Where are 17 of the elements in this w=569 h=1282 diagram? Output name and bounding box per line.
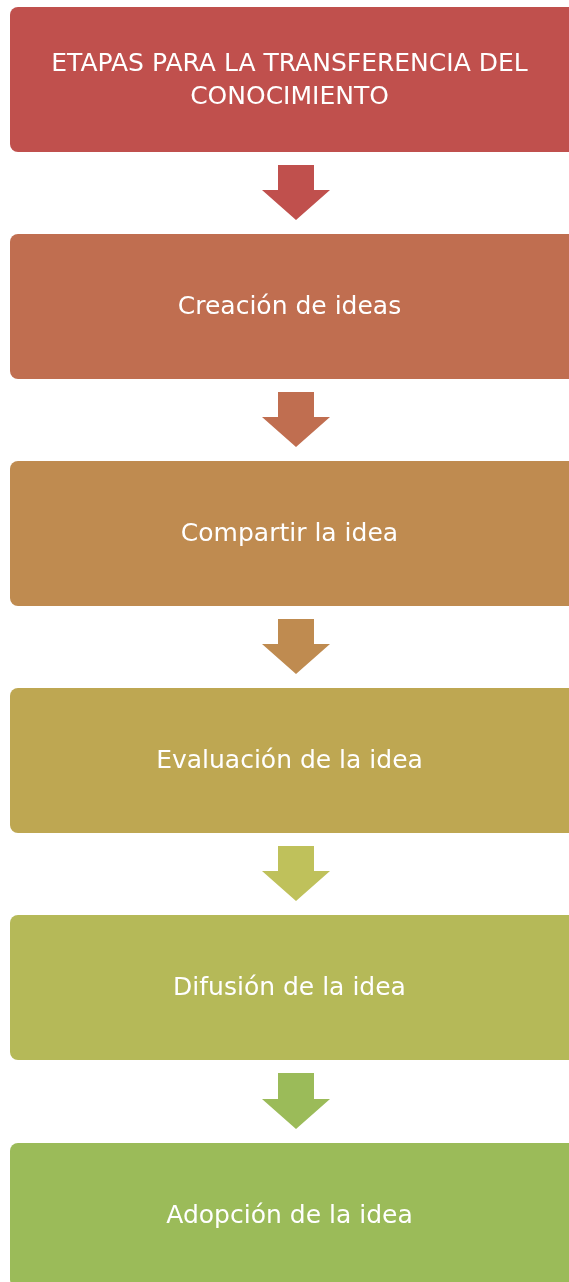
block-arrow: [262, 392, 330, 447]
process-box: [10, 1143, 569, 1282]
process-box: [10, 688, 569, 833]
process-box: [10, 7, 569, 152]
block-arrow: [262, 846, 330, 901]
process-box: [10, 461, 569, 606]
box-label: Compartir la idea: [180, 517, 399, 550]
block-arrow: [262, 165, 330, 220]
process-box: [10, 915, 569, 1060]
block-arrow: [262, 1073, 330, 1129]
box-label: Adopción de la idea: [166, 1199, 413, 1232]
box-label: Evaluación de la idea: [156, 744, 423, 777]
block-arrow: [262, 619, 330, 674]
box-label: Creación de ideas: [177, 290, 402, 323]
box-label: ETAPAS PARA LA TRANSFERENCIA DEL CONOCIMIENTO: [50, 47, 529, 112]
process-box: [10, 234, 569, 379]
box-label: Difusión de la idea: [173, 971, 406, 1004]
